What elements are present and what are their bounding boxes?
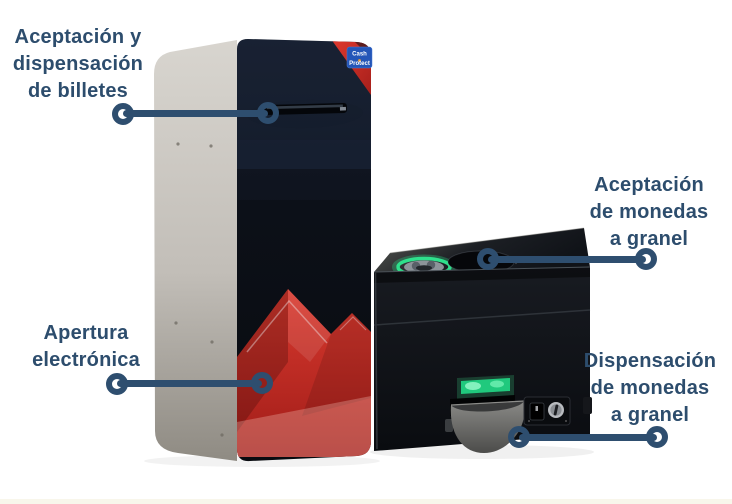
callout-line-coin-accept — [488, 256, 646, 263]
callout-ring-coin-accept-machine-end — [477, 248, 499, 270]
brand-logo: Cash Protect — [346, 46, 373, 69]
callout-ring-bill-accept-machine-end — [257, 102, 279, 124]
cabinet-shadow — [144, 455, 380, 467]
callout-ring-electronic-opening-machine-end — [251, 372, 273, 394]
side-panel-screws — [174, 142, 224, 437]
label-bill-accept: Aceptación y dispensación de billetes — [12, 26, 144, 102]
callout-line-coin-dispense — [519, 434, 657, 441]
logo-text-line2: Protect — [349, 61, 370, 67]
footer-strip — [0, 499, 732, 504]
control-panel — [523, 396, 571, 426]
callout-ring-coin-dispense-machine-end — [508, 426, 530, 448]
logo-dot — [358, 59, 361, 62]
label-electronic-opening: Apertura electrónica — [32, 322, 140, 371]
led-strip — [457, 375, 514, 399]
callout-ring-electronic-opening-label-end — [106, 373, 128, 395]
side-tab — [583, 397, 592, 414]
callout-line-bill-accept — [123, 110, 268, 117]
bill-recycler-machine: Cash Protect — [154, 39, 373, 462]
callout-ring-coin-accept-label-end — [635, 248, 657, 270]
callout-ring-coin-dispense-label-end — [646, 426, 668, 448]
power-switch — [529, 402, 545, 421]
logo-text-line1: Cash — [352, 52, 367, 58]
cabinet-side-panel — [154, 40, 237, 461]
red-mountain-graphic — [237, 289, 371, 457]
lid-seam — [373, 309, 591, 326]
label-coin-dispense: Dispensación de monedas a granel — [583, 350, 717, 426]
coin-tray — [445, 400, 525, 453]
callout-line-electronic-opening — [117, 380, 262, 387]
label-coin-accept: Aceptación de monedas a granel — [589, 174, 709, 250]
callout-ring-bill-accept-label-end — [112, 103, 134, 125]
key-lock — [548, 402, 564, 418]
